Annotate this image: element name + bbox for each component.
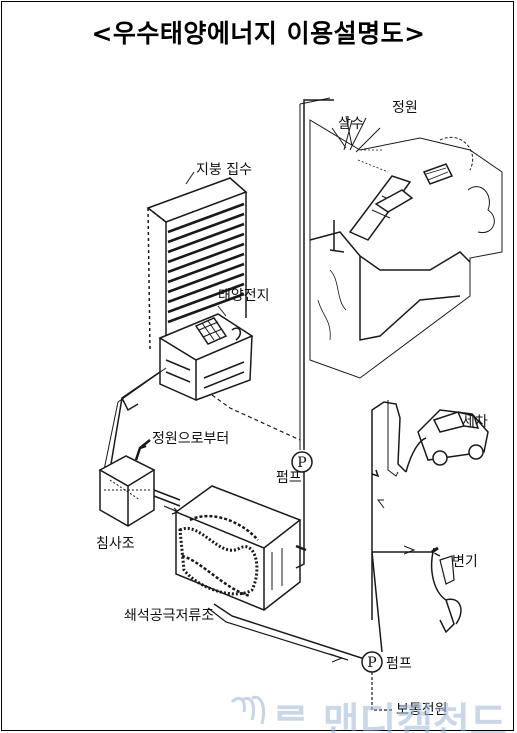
car [405, 409, 489, 473]
label-sprinkle: 살수 [338, 116, 364, 132]
label-solar-cell: 태양전지 [218, 288, 270, 304]
pump-upper-symbol: P [297, 455, 306, 471]
building [146, 177, 254, 402]
label-from-garden: 정원으로부터 [152, 431, 229, 447]
label-garden: 정원 [392, 100, 418, 116]
toilet [430, 546, 462, 634]
diagram-title: <우수태양에너지 이용설명도> [91, 19, 426, 48]
garden [309, 115, 503, 379]
pump-lower-symbol: P [367, 655, 376, 671]
label-pump-lower: 펌프 [386, 656, 412, 672]
label-sedimentation-tank: 침사조 [96, 536, 135, 552]
sedimentation-tank [98, 455, 156, 527]
label-storage-tank: 쇄석공극저류조 [124, 608, 214, 624]
label-pump-upper: 펌프 [276, 470, 302, 486]
label-toilet: 변기 [452, 554, 478, 570]
watermark-text: ᄅ 맨디캠천드 [272, 700, 507, 733]
watermark: ᄅ 맨디캠천드 [230, 695, 507, 733]
label-car-wash: 세차 [462, 414, 488, 430]
label-normal-power: 보통전원 [396, 702, 448, 718]
storage-tank [174, 485, 307, 611]
label-roof-collection: 지붕 집수 [196, 162, 252, 178]
